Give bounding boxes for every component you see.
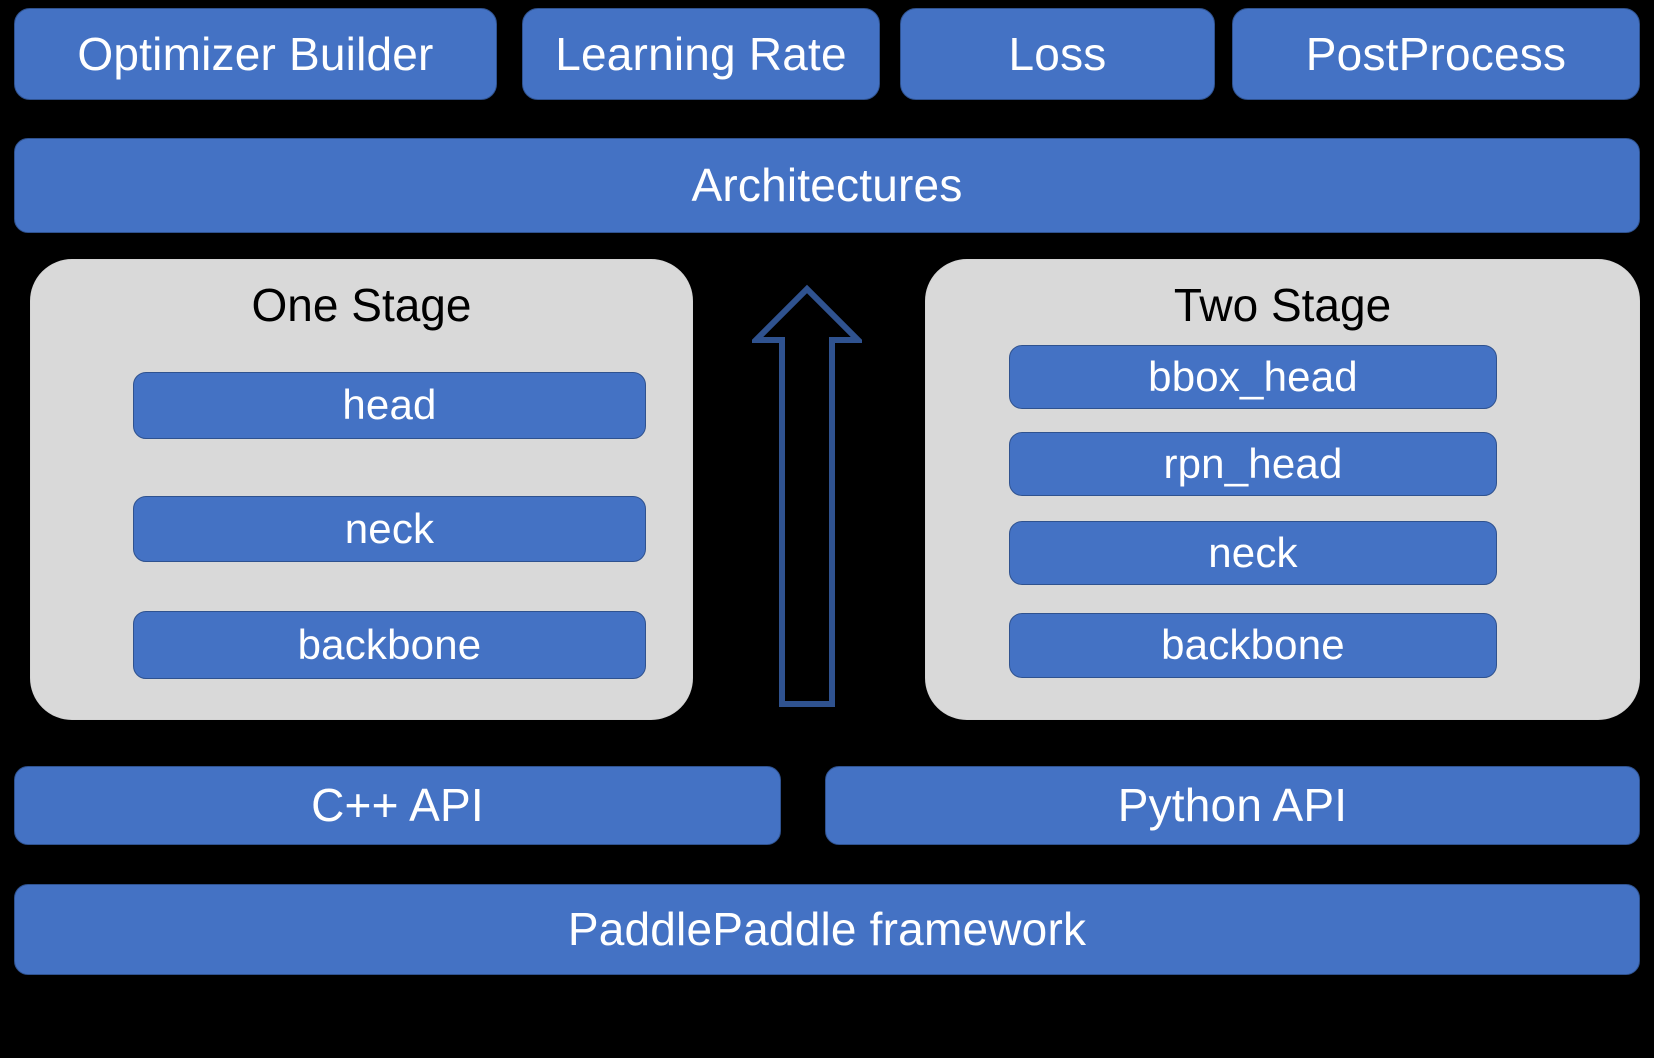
component-box-two-stage-neck[interactable]: neck [1009,521,1497,585]
architectures-bar[interactable]: Architectures [14,138,1640,233]
panel-one-stage: One Stage head neck backbone [30,259,693,720]
module-box-loss[interactable]: Loss [900,8,1215,100]
component-box-two-stage-rpn-head[interactable]: rpn_head [1009,432,1497,496]
component-box-two-stage-backbone[interactable]: backbone [1009,613,1497,678]
module-box-postprocess[interactable]: PostProcess [1232,8,1640,100]
component-box-one-stage-head[interactable]: head [133,372,646,439]
module-box-learning-rate[interactable]: Learning Rate [522,8,880,100]
api-box-cpp[interactable]: C++ API [14,766,781,845]
module-box-optimizer-builder[interactable]: Optimizer Builder [14,8,497,100]
component-box-two-stage-bbox-head[interactable]: bbox_head [1009,345,1497,409]
arrow-up-icon [752,283,862,710]
api-box-python[interactable]: Python API [825,766,1640,845]
panel-two-stage: Two Stage bbox_head rpn_head neck backbo… [925,259,1640,720]
component-box-one-stage-neck[interactable]: neck [133,496,646,562]
component-box-one-stage-backbone[interactable]: backbone [133,611,646,679]
panel-title-one-stage: One Stage [251,279,472,331]
framework-bar-paddlepaddle[interactable]: PaddlePaddle framework [14,884,1640,975]
panel-title-two-stage: Two Stage [1173,279,1392,331]
